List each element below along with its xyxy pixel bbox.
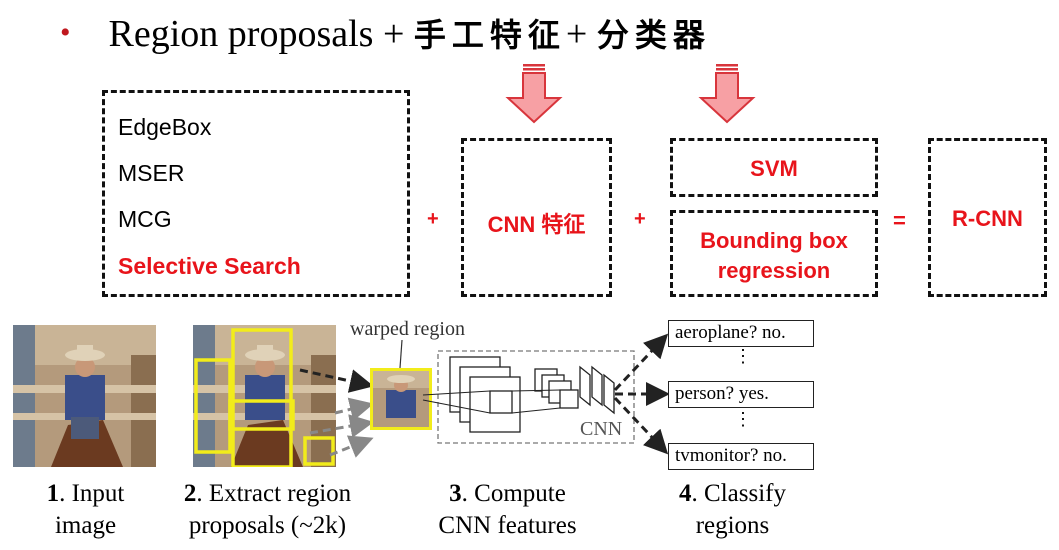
- proposal-methods-box: [102, 90, 410, 297]
- bullet-icon: •: [60, 16, 71, 49]
- step-4-label: 4. Classify regions: [645, 478, 820, 542]
- bbox-regression-line2: regression: [717, 258, 831, 283]
- step-number: 3: [449, 480, 462, 507]
- rcnn-label: R-CNN: [952, 206, 1023, 231]
- title-part-1: Region proposals +: [108, 13, 414, 55]
- down-arrow-icon: [505, 64, 563, 124]
- proposal-arrows: [299, 368, 374, 458]
- svm-label: SVM: [750, 156, 798, 181]
- plus-operator: +: [427, 208, 439, 230]
- step-text: . Compute: [461, 480, 566, 507]
- step-number: 4: [679, 480, 692, 507]
- svm-box: [670, 138, 878, 197]
- step-text: proposals (~2k): [188, 512, 347, 539]
- cnn-feature-label: CNN 特征: [487, 212, 586, 237]
- step-text: . Classify: [691, 480, 786, 507]
- class-person: person? yes.: [668, 381, 814, 408]
- bbox-regression-box: [670, 210, 878, 297]
- cnn-label: CNN: [580, 418, 623, 440]
- bbox-regression-label: Bounding box regression: [670, 226, 878, 286]
- step-text: regions: [695, 512, 770, 539]
- title-part-4: 分类器: [596, 16, 711, 54]
- vdots-icon: ⋮: [734, 346, 752, 366]
- warped-pointer: [399, 339, 403, 369]
- warped-region-image: [370, 368, 432, 430]
- step-text: . Input: [59, 480, 125, 507]
- method-selective-search: Selective Search: [118, 253, 301, 279]
- title-part-3: +: [565, 13, 597, 55]
- cnn-diagram: [422, 350, 635, 444]
- vdots-icon: ⋮: [734, 409, 752, 429]
- step-text: CNN features: [438, 512, 577, 539]
- class-tvmonitor: tvmonitor? no.: [668, 443, 814, 470]
- input-image: [13, 325, 156, 467]
- step-number: 2: [183, 480, 197, 507]
- step-text: . Extract region: [196, 480, 352, 507]
- step-1-label: 1. Input image: [13, 478, 158, 542]
- method-edgebox: EdgeBox: [118, 114, 212, 140]
- title-part-2: 手工特征: [413, 16, 566, 54]
- rcnn-box: [928, 138, 1047, 297]
- plus-operator: +: [634, 208, 646, 230]
- method-mcg: MCG: [118, 206, 172, 232]
- warped-region-label: warped region: [350, 318, 465, 340]
- bbox-regression-line1: Bounding box: [700, 228, 848, 253]
- cnn-feature-box: [461, 138, 612, 297]
- equals-operator: =: [893, 208, 906, 233]
- method-mser: MSER: [118, 160, 185, 186]
- step-2-label: 2. Extract region proposals (~2k): [160, 478, 375, 542]
- step-text: image: [54, 512, 117, 539]
- slide-title: • Region proposals + 手工特征+ 分类器: [60, 10, 711, 56]
- class-aeroplane: aeroplane? no.: [668, 320, 814, 347]
- step-number: 1: [46, 480, 60, 507]
- step-3-label: 3. Compute CNN features: [410, 478, 605, 542]
- down-arrow-icon: [698, 64, 756, 124]
- classifier-arrows: [613, 333, 670, 455]
